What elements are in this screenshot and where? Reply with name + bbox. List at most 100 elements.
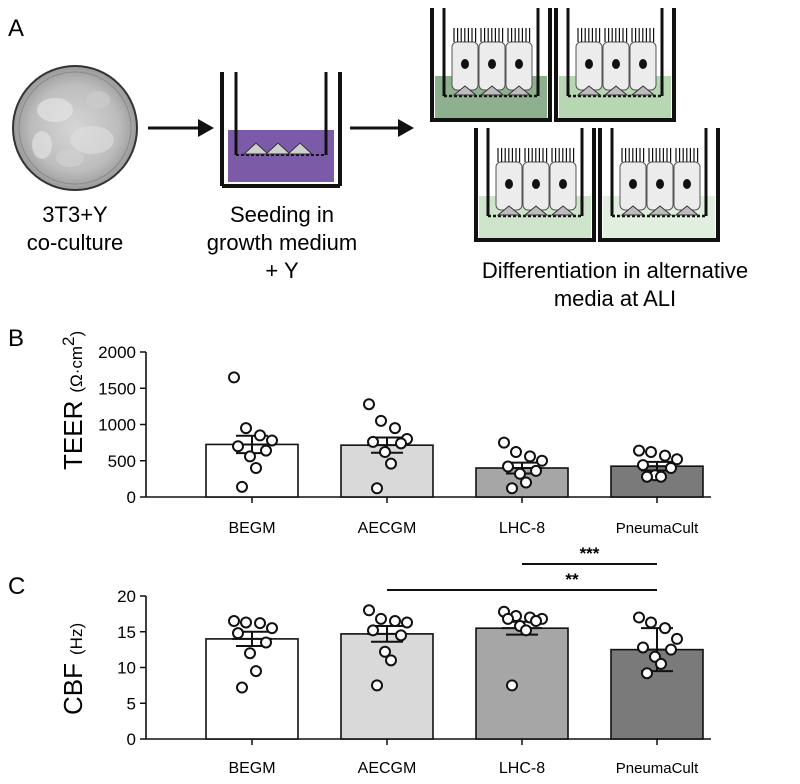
panel-a-letter: A [8,15,24,42]
data-point [401,616,413,629]
data-point [240,422,252,435]
y-tick-label: 500 [108,452,136,471]
data-point [375,612,387,625]
cell-nucleus [585,59,593,69]
teer-label: TEER [58,401,88,470]
data-point [524,450,536,463]
cell-nucleus [639,59,647,69]
y-tick-label: 1000 [98,416,136,435]
data-point [665,643,677,656]
data-point [506,679,518,692]
epithelial-cell [478,28,506,96]
data-point [530,464,542,477]
data-point [659,622,671,635]
x-tick-label: LHC-8 [499,760,545,777]
step3-caption-line2: media at ALI [554,286,676,311]
data-point [250,462,262,474]
data-point [645,446,657,459]
basal-cell [452,85,478,96]
data-point [498,436,510,449]
cell-nucleus [488,59,496,69]
epithelial-cell [495,148,523,216]
panel-c-letter: C [8,573,25,600]
step1-caption-line1: 3T3+Y [42,202,108,227]
data-point [244,450,256,463]
data-point [671,632,683,645]
cell-nucleus [515,59,523,69]
data-point [645,616,657,629]
ali-well-icon [598,128,720,242]
ali-well-icon [474,128,596,242]
data-point [665,462,677,474]
data-point [236,681,248,694]
x-tick-label: LHC-8 [499,520,545,537]
data-point [228,615,240,628]
data-point [375,414,387,427]
data-point [506,482,518,495]
data-point [510,446,522,459]
epithelial-cell [602,28,630,96]
cell-nucleus [505,179,513,189]
epithelial-cell [646,148,674,216]
basal-cell [647,205,673,216]
cell-nucleus [532,179,540,189]
data-point [641,667,653,680]
data-point [385,654,397,667]
cell-nucleus [683,179,691,189]
step2-caption-line2: growth medium [207,230,357,255]
y-tick-label: 5 [127,694,136,713]
data-point [371,679,383,692]
cbf-unit: (Hz) [67,623,86,655]
cell-nucleus [461,59,469,69]
data-point [379,446,391,459]
epithelial-cell [673,148,701,216]
data-point [659,449,671,462]
teer-unit-sup: 2 [59,336,78,345]
data-point [502,460,514,473]
data-point [502,612,514,625]
data-point [363,604,375,617]
epithelial-cell [575,28,603,96]
data-point [260,444,272,457]
teer-unit-pre: (Ω·cm [67,346,86,393]
data-point [367,624,379,637]
data-point [254,617,266,630]
x-tick-label: BEGM [228,760,275,777]
y-tick-label: 0 [127,730,136,749]
data-point [671,453,683,466]
basal-cell [496,205,522,216]
ali-well-icon [430,8,552,122]
data-point [637,641,649,654]
data-point [641,470,653,483]
ali-well-icon [554,8,676,122]
data-point [371,482,383,495]
basal-cell [550,205,576,216]
epithelial-cell [451,28,479,96]
data-point [232,627,244,640]
cbf-label: CBF [58,663,88,715]
step2-caption-line3: + Y [265,258,299,283]
data-point [385,457,397,470]
step3-caption-line1: Differentiation in alternative [482,258,748,283]
teer-unit-post: ) [67,331,86,337]
data-point [260,636,272,649]
data-point [395,437,407,450]
petri-dish-image [12,65,138,191]
data-point [240,616,252,629]
y-tick-label: 15 [117,623,136,642]
data-point [389,615,401,628]
basal-cell [603,85,629,96]
step2-caption-line1: Seeding in [230,202,334,227]
cell-nucleus [656,179,664,189]
svg-text:CBF(Hz): CBF (Hz) [58,623,88,715]
ali-well-outline [430,8,552,122]
epithelial-cell [629,28,657,96]
bar-lhc-8 [475,627,569,740]
data-point [633,444,645,457]
data-point [395,629,407,642]
data-point [655,470,667,483]
basal-cell [630,85,656,96]
x-tick-label: AECGM [358,760,417,777]
basal-cell [674,205,700,216]
